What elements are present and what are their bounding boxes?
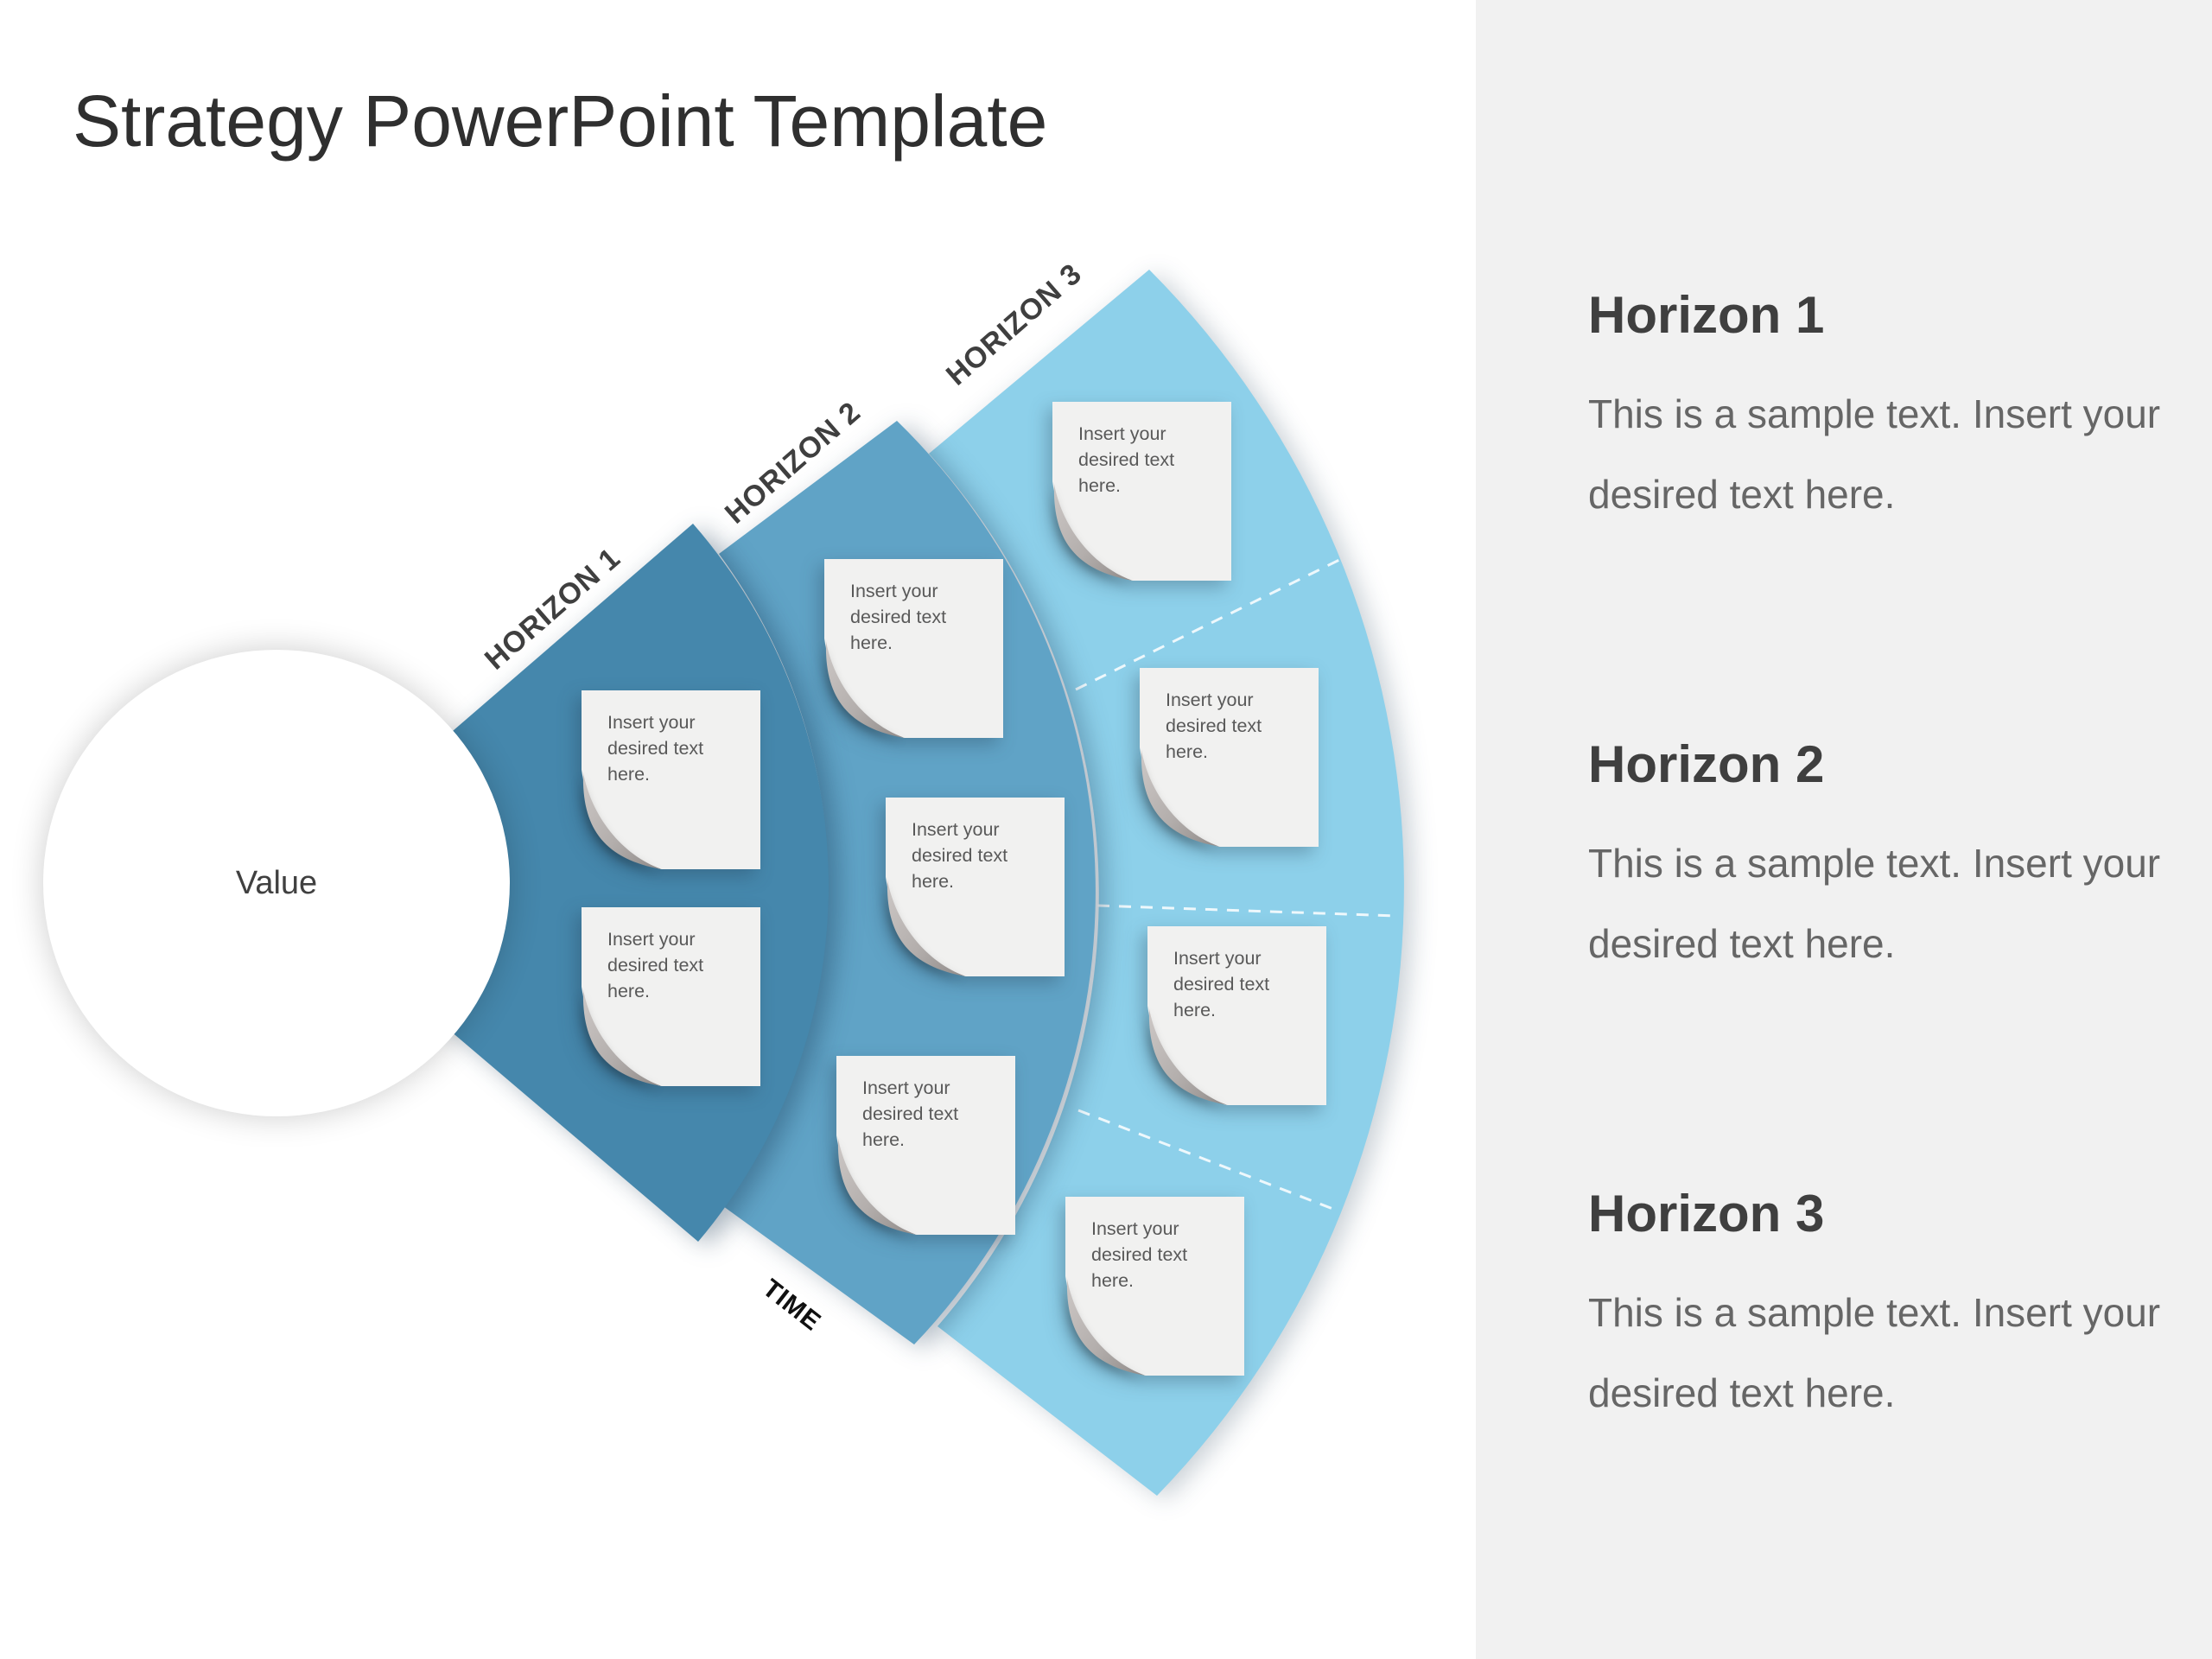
sticky-note-h2-3: Insert your desired text here. — [836, 1056, 1015, 1235]
sticky-note-h2-1: Insert your desired text here. — [824, 559, 1003, 738]
sidebar-heading: Horizon 3 — [1588, 1185, 1825, 1243]
page-curl-icon — [837, 1138, 917, 1235]
page-curl-icon — [1053, 484, 1133, 581]
note-text: Insert your desired text here. — [607, 929, 704, 1001]
sidebar: Horizon 1 This is a sample text. Insert … — [1476, 0, 2212, 1659]
sidebar-heading: Horizon 2 — [1588, 735, 1825, 793]
sticky-note-h2-2: Insert your desired text here. — [886, 798, 1065, 976]
note-text: Insert your desired text here. — [1173, 948, 1270, 1020]
sidebar-heading: Horizon 1 — [1588, 286, 1825, 344]
horizon-3-divider-line — [1075, 558, 1340, 691]
sidebar-section-horizon-1: Horizon 1 This is a sample text. Insert … — [1588, 285, 2193, 535]
page-curl-icon — [887, 880, 966, 976]
note-text: Insert your desired text here. — [912, 819, 1008, 892]
slide-title: Strategy PowerPoint Template — [73, 80, 1048, 162]
sticky-note-h3-2: Insert your desired text here. — [1140, 668, 1319, 847]
note-text: Insert your desired text here. — [862, 1077, 959, 1150]
horizon-3-divider-line — [1077, 1109, 1336, 1211]
page-curl-icon — [582, 989, 662, 1086]
page-curl-icon — [1066, 1279, 1146, 1376]
note-text: Insert your desired text here. — [607, 712, 704, 785]
note-text: Insert your desired text here. — [1091, 1218, 1188, 1291]
sidebar-body-text: This is a sample text. Insert your desir… — [1588, 391, 2161, 517]
sidebar-body-text: This is a sample text. Insert your desir… — [1588, 1290, 2161, 1415]
value-label: Value — [235, 864, 318, 901]
note-text: Insert your desired text here. — [1078, 423, 1175, 496]
horizon-3-divider-line — [1096, 904, 1396, 918]
sticky-note-h3-4: Insert your desired text here. — [1065, 1197, 1244, 1376]
note-text: Insert your desired text here. — [850, 581, 947, 653]
sticky-note-h3-3: Insert your desired text here. — [1147, 926, 1326, 1105]
sticky-note-h1-2: Insert your desired text here. — [582, 907, 760, 1086]
sidebar-section-horizon-3: Horizon 3 This is a sample text. Insert … — [1588, 1184, 2193, 1433]
sticky-note-h1-1: Insert your desired text here. — [582, 690, 760, 869]
sidebar-section-horizon-2: Horizon 2 This is a sample text. Insert … — [1588, 734, 2193, 984]
sticky-note-h3-1: Insert your desired text here. — [1052, 402, 1231, 581]
sidebar-body-text: This is a sample text. Insert your desir… — [1588, 841, 2161, 966]
page-curl-icon — [825, 641, 905, 738]
value-circle: Value — [43, 650, 510, 1116]
page-curl-icon — [1148, 1008, 1228, 1105]
page-curl-icon — [1141, 750, 1220, 847]
note-text: Insert your desired text here. — [1166, 690, 1262, 762]
page-curl-icon — [582, 772, 662, 869]
